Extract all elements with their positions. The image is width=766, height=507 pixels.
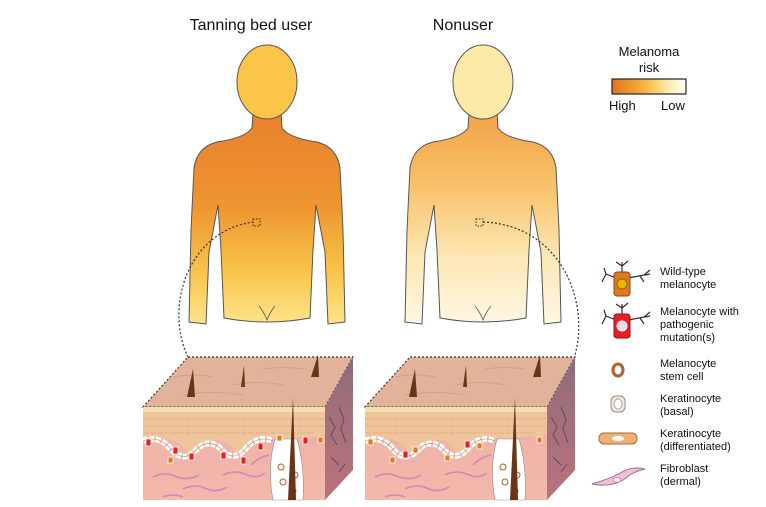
dermal-fibroblast-icon: [591, 467, 646, 486]
melanoma-risk-gradient-bar: [611, 78, 687, 95]
risk-legend-title-line2: risk: [638, 60, 660, 75]
panel-title-nonuser: Nonuser: [432, 17, 494, 34]
risk-legend-title: Melanoma risk: [619, 44, 680, 76]
risk-low-label: Low: [661, 98, 685, 113]
mutated-melanocyte-icon: [601, 302, 651, 339]
differentiated-keratinocyte-icon: [598, 432, 638, 445]
legend-label-basal-keratinocyte: Keratinocyte(basal): [660, 393, 722, 418]
basal-keratinocyte-icon: [610, 395, 626, 413]
risk-legend-title-line1: Melanoma: [618, 44, 680, 59]
skin-section-tanning-bed-user: [143, 355, 353, 500]
melanocyte-stem-cell-icon: [611, 362, 625, 378]
skin-section-nonuser: [365, 355, 575, 500]
legend-label-dermal-fibroblast: Fibroblast(dermal): [660, 463, 709, 488]
wild-type-melanocyte-icon: [601, 260, 651, 297]
zoom-callout-right: [482, 221, 580, 356]
figure-nonuser: [404, 44, 562, 325]
risk-high-label: High: [609, 98, 636, 113]
zoom-callout-left: [178, 221, 254, 358]
legend-label-differentiated-keratinocyte: Keratinocyte(differentiated): [660, 428, 731, 453]
figure-tanning-bed-user: [188, 44, 346, 325]
panel-title-tanning-bed-user: Tanning bed user: [189, 17, 313, 34]
